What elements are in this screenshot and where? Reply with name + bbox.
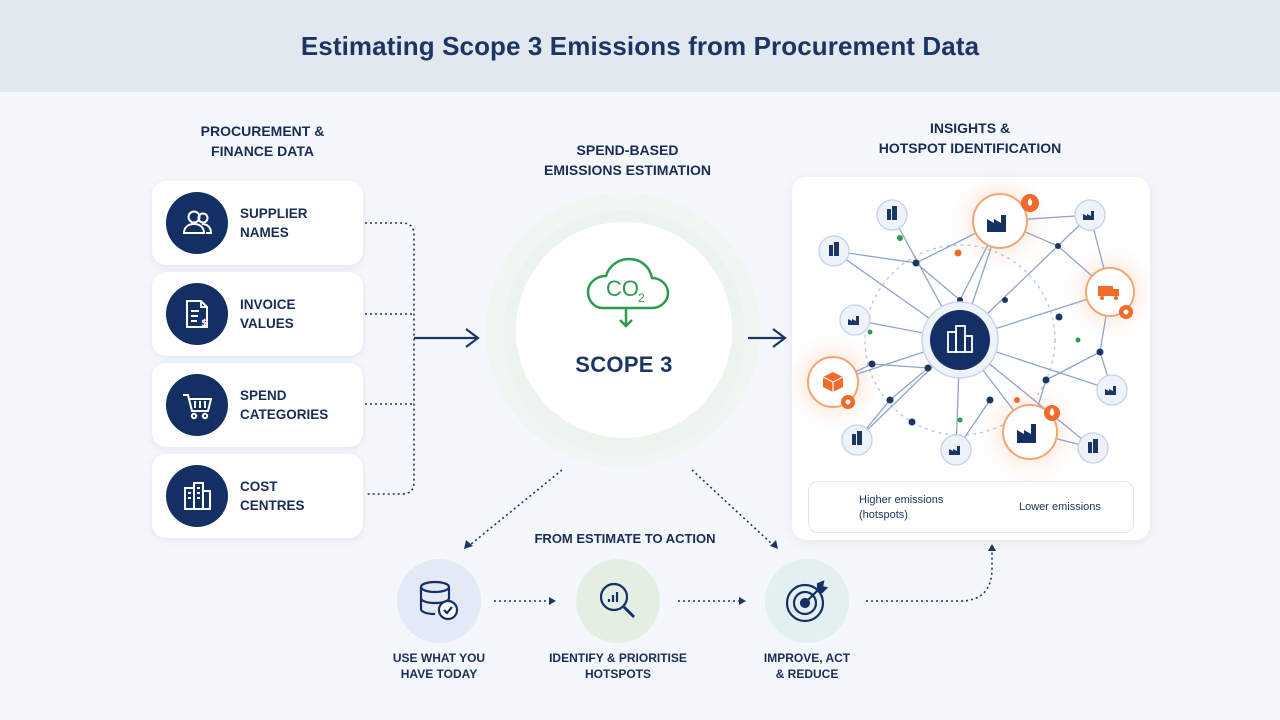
hotspot-node-truck [1085, 267, 1135, 319]
input-card-label: INVOICE VALUES [240, 297, 296, 331]
legend-box: Higher emissions (hotspots) Lower emissi… [808, 481, 1134, 533]
input-card-label: COST CENTRES [240, 479, 305, 513]
step-label-improve-act-reduce: IMPROVE, ACT & REDUCE [763, 651, 851, 681]
target-icon [765, 559, 849, 643]
estimation-circle: CO 2 SCOPE 3 [516, 222, 732, 438]
chart-search-icon [576, 559, 660, 643]
co2-text: CO [606, 276, 639, 301]
input-card-cost-centres: COST CENTRES [152, 454, 363, 538]
input-connectors [365, 222, 415, 495]
invoice-icon: $ [166, 283, 228, 345]
middle-column-title: SPEND-BASED EMISSIONS ESTIMATION [544, 142, 711, 178]
hotspot-node-box [807, 356, 859, 409]
hub-building-icon [930, 310, 990, 370]
input-card-invoice-values: $ INVOICE VALUES [152, 272, 363, 356]
buildings-icon [166, 465, 228, 527]
users-icon [166, 192, 228, 254]
step-label-identify-hotspots: IDENTIFY & PRIORITISE HOTSPOTS [549, 651, 687, 681]
arrow-head [465, 328, 480, 348]
arrow-head [772, 328, 787, 348]
hotspot-node-factory-top [972, 193, 1039, 249]
action-section-title: FROM ESTIMATE TO ACTION [534, 531, 716, 546]
input-card-label: SUPPLIER NAMES [240, 206, 308, 240]
legend-high-label: Higher emissions (hotspots) [859, 494, 944, 521]
page-title: Estimating Scope 3 Emissions from Procur… [300, 30, 980, 61]
co2-subscript: 2 [638, 291, 645, 305]
legend-low-label: Lower emissions [1019, 501, 1101, 513]
scope-label: SCOPE 3 [575, 352, 673, 377]
left-column-title: PROCUREMENT & FINANCE DATA [200, 123, 325, 159]
network-small-nodes [868, 243, 1104, 426]
step-label-use-what-you-have: USE WHAT YOU HAVE TODAY [392, 651, 486, 681]
input-card-label: SPEND CATEGORIES [240, 388, 329, 422]
input-card-supplier-names: SUPPLIER NAMES [152, 181, 363, 265]
right-column-title: INSIGHTS & HOTSPOT IDENTIFICATION [878, 120, 1062, 156]
input-card-spend-categories: SPEND CATEGORIES [152, 363, 363, 447]
cart-icon [166, 374, 228, 436]
action-connectors [469, 469, 993, 602]
svg-text:$: $ [201, 318, 208, 329]
co2-cloud-icon: CO 2 [586, 257, 670, 328]
header-bar: Estimating Scope 3 Emissions from Procur… [0, 0, 1280, 92]
database-check-icon [397, 559, 481, 643]
low-emission-nodes [818, 199, 1128, 466]
hotspot-node-factory-bottom [1002, 404, 1060, 460]
